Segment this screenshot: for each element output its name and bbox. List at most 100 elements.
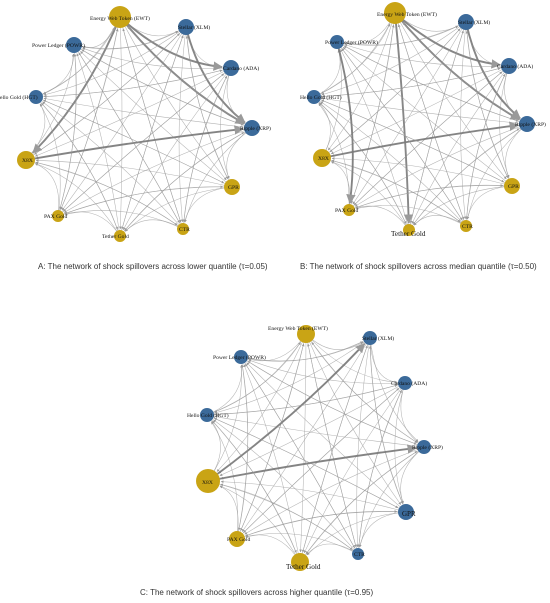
- edge-b-6-10: [340, 48, 410, 231]
- edge-a-10-5: [73, 44, 180, 224]
- edge-a-7-0: [57, 28, 119, 217]
- edge-b-1-5: [460, 21, 467, 220]
- edge-a-8-3: [25, 125, 244, 161]
- edge-c-6-9: [212, 420, 301, 563]
- edge-a-7-4: [57, 185, 224, 217]
- edge-a-3-9: [43, 97, 253, 129]
- edge-b-3-7: [354, 123, 528, 207]
- edge-c-9-0: [206, 342, 301, 416]
- node-label-a-0: Energy Web Token (EWT): [90, 15, 150, 22]
- node-a-8: [17, 151, 35, 169]
- edge-b-3-0: [402, 22, 528, 125]
- node-label-a-5: CTR: [179, 227, 190, 233]
- edge-b-0-6: [394, 12, 414, 224]
- edge-b-5-0: [397, 24, 467, 227]
- edge-a-4-10: [80, 51, 233, 188]
- edge-a-9-10: [35, 53, 76, 98]
- edge-c-4-7: [245, 511, 407, 537]
- edge-c-1-5: [356, 337, 371, 548]
- edge-c-2-5: [357, 382, 406, 548]
- edge-a-1-7: [61, 26, 187, 211]
- edge-b-4-6: [413, 185, 513, 226]
- edge-c-5-9: [213, 419, 359, 555]
- node-b-4: [504, 178, 520, 194]
- edge-c-4-10: [246, 362, 407, 513]
- node-a-7: [52, 210, 64, 222]
- node-label-a-8: X8X: [22, 158, 33, 164]
- edge-a-5-6: [124, 219, 184, 232]
- node-c-4: [398, 504, 414, 520]
- edge-c-1-3: [369, 337, 419, 442]
- node-c-6: [291, 553, 309, 571]
- edge-c-2-10: [248, 359, 406, 384]
- edge-c-2-7: [243, 382, 406, 533]
- edge-b-9-4: [313, 96, 505, 183]
- edge-a-2-4: [220, 67, 232, 179]
- edge-c-10-5: [240, 356, 355, 549]
- node-c-10: [234, 350, 248, 364]
- node-label-b-3: Ripple (XRP): [515, 121, 546, 128]
- edge-b-7-0: [348, 24, 395, 211]
- node-c-7: [229, 531, 245, 547]
- node-a-1: [178, 19, 194, 35]
- edge-a-10-3: [73, 44, 244, 126]
- edge-a-5-0: [122, 28, 184, 230]
- node-b-2: [501, 58, 517, 74]
- edge-a-1-5: [178, 26, 187, 223]
- edge-a-4-8: [35, 159, 233, 188]
- edge-b-9-6: [313, 96, 407, 224]
- edges-b: [313, 12, 528, 231]
- edge-c-10-1: [240, 341, 364, 362]
- edge-b-7-4: [348, 184, 504, 211]
- edge-b-5-2: [465, 73, 506, 227]
- edge-a-10-1: [73, 31, 179, 49]
- node-label-b-4: GPR: [508, 184, 519, 190]
- edge-c-4-1: [368, 345, 407, 513]
- node-b-5: [460, 220, 472, 232]
- edge-b-6-1: [408, 30, 464, 231]
- edge-a-9-4: [35, 96, 225, 184]
- edge-c-3-6: [305, 446, 425, 555]
- edge-c-9-10: [206, 364, 244, 416]
- node-label-c-10: Power Ledger (POWR): [213, 354, 266, 361]
- edge-c-10-3: [240, 356, 417, 445]
- node-a-4: [224, 179, 240, 195]
- edge-b-6-3: [408, 128, 520, 231]
- edge-a-0-8: [32, 16, 121, 154]
- node-label-c-6: Tether Gold: [286, 563, 321, 571]
- edge-a-6-8: [35, 163, 121, 237]
- edge-c-6-3: [299, 450, 418, 563]
- edge-b-10-5: [336, 41, 463, 221]
- node-label-b-9: Hello Gold (HGT): [300, 94, 342, 101]
- edge-a-5-9: [42, 101, 184, 230]
- edge-c-6-1: [299, 345, 368, 563]
- edge-a-0-4: [119, 16, 227, 181]
- edge-c-6-8: [219, 485, 301, 563]
- edge-b-9-0: [313, 23, 391, 98]
- node-label-b-7: PAX Gold: [335, 208, 358, 214]
- edge-c-9-6: [206, 414, 297, 553]
- edge-a-6-3: [119, 132, 245, 237]
- edge-c-9-2: [206, 384, 398, 416]
- node-label-a-2: Cardano (ADA): [223, 65, 259, 72]
- node-b-10: [330, 35, 344, 49]
- edge-b-8-1: [321, 28, 461, 159]
- node-a-2: [223, 60, 239, 76]
- node-label-b-0: Energy Web Token (EWT): [377, 11, 437, 18]
- edge-b-0-8: [327, 12, 396, 151]
- node-a-6: [114, 230, 126, 242]
- node-label-c-5: CTR: [354, 552, 365, 558]
- edge-c-7-4: [236, 510, 398, 540]
- node-b-6: [403, 224, 415, 236]
- edge-b-5-9: [320, 101, 467, 227]
- node-label-a-9: Hello Gold (HGT): [0, 94, 38, 101]
- edge-c-0-2: [305, 333, 398, 384]
- edge-a-7-8: [35, 163, 60, 217]
- edge-b-6-8: [331, 161, 410, 231]
- edge-c-3-9: [214, 415, 425, 448]
- edge-c-5-7: [245, 533, 359, 555]
- edge-b-5-6: [413, 215, 467, 227]
- node-label-b-10: Power Ledger (POWR): [325, 39, 378, 46]
